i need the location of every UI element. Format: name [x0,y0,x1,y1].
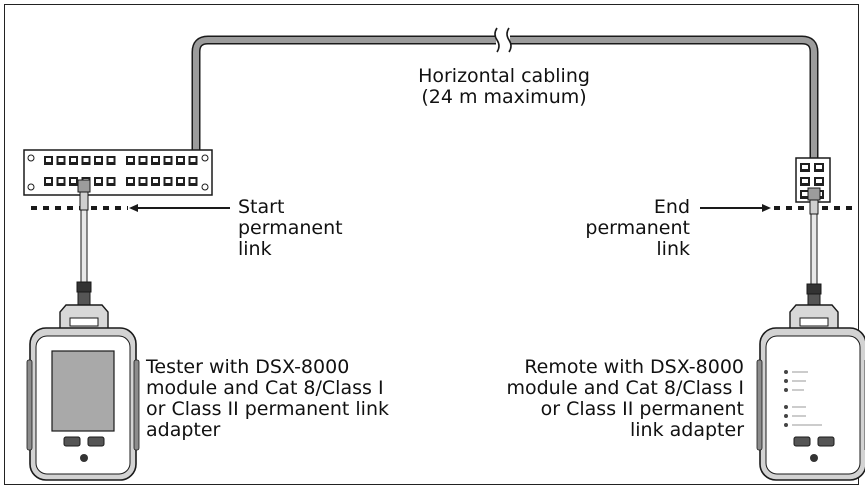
jack-port-opening [71,158,76,162]
end-link-label-line1: End [653,196,690,218]
remote-label: Remote with DSX-8000 module and Cat 8/Cl… [440,357,744,441]
remote-label-line3: or Class II permanent [540,398,744,420]
jack-port-opening [83,158,89,162]
jack-port-opening [46,179,51,183]
tester-label: Tester with DSX-8000 module and Cat 8/Cl… [146,357,389,441]
jack-port-opening [153,158,158,162]
tester-label-line4: adapter [146,419,221,441]
jack-port-opening [190,179,196,183]
jack-port-opening [128,179,133,183]
cabling-label: Horizontal cabling (24 m maximum) [384,66,624,108]
jack-port-opening [178,158,183,162]
end-link-label-line3: link [656,238,690,260]
jack-port-opening [140,179,146,183]
start-link-label-line1: Start [238,196,285,218]
cabling-label-line2: (24 m maximum) [421,86,587,108]
jack-port-opening [816,179,822,183]
diagram-frame [4,4,859,485]
jack-port-opening [108,179,114,183]
jack-port-opening [71,179,76,183]
tester-label-line2: module and Cat 8/Class I [146,377,384,399]
jack-port-opening [802,179,808,183]
start-link-label: Start permanent link [238,197,343,260]
tester-label-line1: Tester with DSX-8000 [146,356,350,378]
jack-port-opening [108,158,114,162]
remote-label-line2: module and Cat 8/Class I [506,377,744,399]
end-link-marker [700,204,852,212]
end-link-label-line2: permanent [585,217,690,239]
jack-port-opening [165,158,171,162]
tester-link-cable [76,179,92,307]
cabling-label-line1: Horizontal cabling [418,65,590,87]
start-link-label-line2: permanent [238,217,343,239]
remote-label-line1: Remote with DSX-8000 [524,356,744,378]
jack-port-opening [165,179,171,183]
jack-port-opening [140,158,146,162]
jack-port-opening [153,179,158,183]
jack-port-opening [96,179,101,183]
jack-port-opening [190,158,196,162]
end-link-label: End permanent link [560,197,690,260]
tester-label-line3: or Class II permanent link [146,398,389,420]
start-link-label-line3: link [238,238,272,260]
jack-port-opening [816,165,822,169]
remote-label-line4: link adapter [630,419,744,441]
jack-port-opening [46,158,51,162]
start-link-marker [31,204,230,212]
jack-port-opening [802,192,808,196]
jack-port-opening [128,158,133,162]
jack-port-opening [96,158,101,162]
tester-device [26,304,140,481]
patch-panel [23,149,213,196]
jack-port-opening [178,179,183,183]
remote-device [756,304,865,481]
jack-port-opening [802,165,808,169]
jack-port-opening [58,158,64,162]
remote-link-cable [806,187,822,309]
jack-port-opening [58,179,64,183]
horizontal-cable [191,27,819,160]
